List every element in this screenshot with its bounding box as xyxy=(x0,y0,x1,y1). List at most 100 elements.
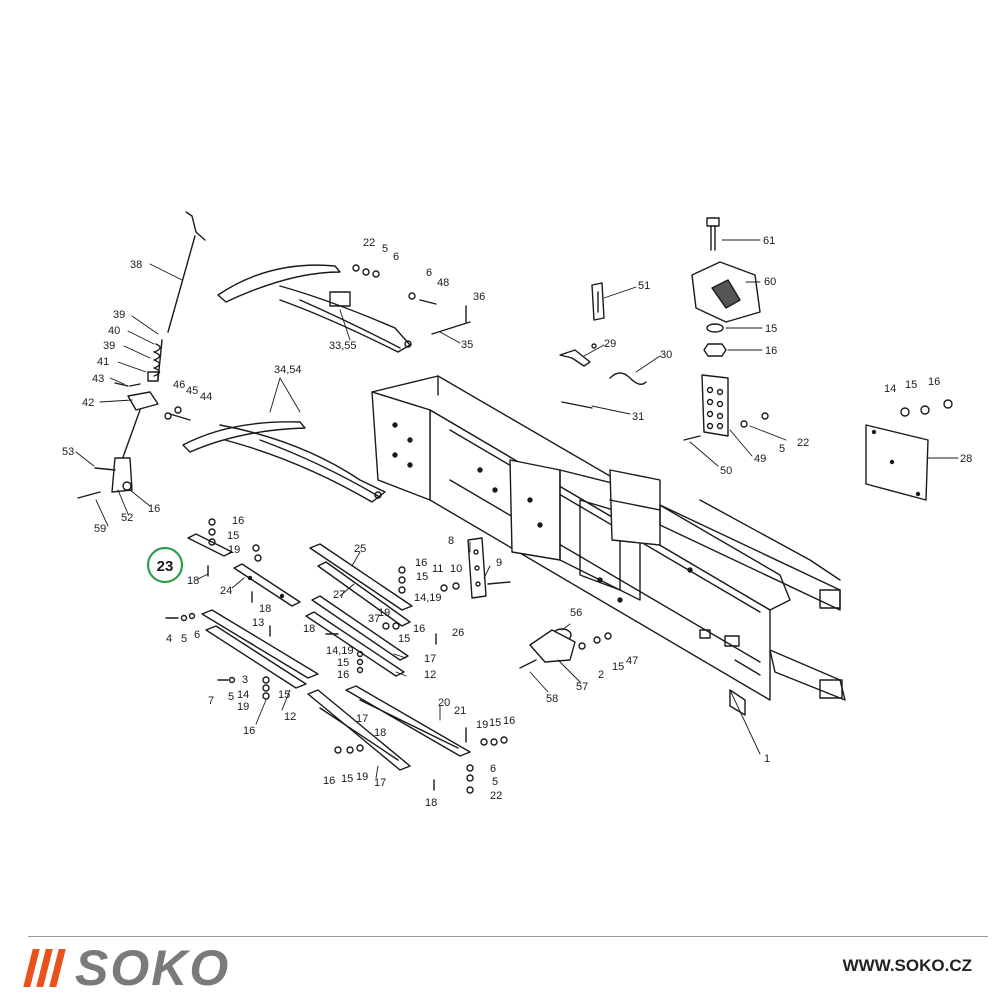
part-label: 19 xyxy=(378,607,390,619)
main-frame-part-1 xyxy=(371,375,846,716)
part-label: 19 xyxy=(237,701,249,713)
part-label: 44 xyxy=(200,391,212,403)
part-label: 9 xyxy=(496,557,502,569)
part-label: 5 xyxy=(228,691,234,703)
part-label: 18 xyxy=(425,797,437,809)
part-label: 50 xyxy=(720,465,732,477)
part-label: 5 xyxy=(492,776,498,788)
part-label: 15 xyxy=(416,571,428,583)
part-label: 25 xyxy=(354,543,366,555)
part-label: 28 xyxy=(960,453,972,465)
part-label: 14 xyxy=(884,383,896,395)
strip-part-17-20 xyxy=(307,685,471,771)
part-label: 19 xyxy=(476,719,488,731)
part-label: 19 xyxy=(228,544,240,556)
part-label: 3 xyxy=(242,674,248,686)
part-label: 15 xyxy=(612,661,624,673)
part-label: 47 xyxy=(626,655,638,667)
part-label: 1 xyxy=(764,753,770,765)
part-label: 5 xyxy=(181,633,187,645)
part-label: 5 xyxy=(382,243,388,255)
part-label: 21 xyxy=(454,705,466,717)
part-label: 18 xyxy=(259,603,271,615)
perforated-plate-part-49 xyxy=(683,374,769,441)
part-label: 15 xyxy=(489,717,501,729)
part-label: 16 xyxy=(413,623,425,635)
brand-name: SOKO xyxy=(75,940,231,996)
brand-stripes-icon xyxy=(23,949,66,987)
part-label: 12 xyxy=(424,669,436,681)
part-label: 43 xyxy=(92,373,104,385)
part-label: 14 xyxy=(237,689,249,701)
part-label: 7 xyxy=(208,695,214,707)
bracket-part-51 xyxy=(591,282,605,321)
part-label: 12 xyxy=(284,711,296,723)
part-label: 19 xyxy=(356,771,368,783)
part-label: 5 xyxy=(779,443,785,455)
spring-and-pin-parts xyxy=(559,349,647,409)
part-label: 15 xyxy=(278,689,290,701)
part-label: 58 xyxy=(546,693,558,705)
part-label: 15 xyxy=(765,323,777,335)
part-label: 16 xyxy=(243,725,255,737)
part-label: 6 xyxy=(426,267,432,279)
part-label: 18 xyxy=(374,727,386,739)
highlighted-part-number: 23 xyxy=(157,558,174,575)
part-label: 22 xyxy=(490,790,502,802)
part-label: 8 xyxy=(448,535,454,547)
part-label: 29 xyxy=(604,338,616,350)
part-label: 6 xyxy=(490,763,496,775)
part-label: 33,55 xyxy=(329,340,357,352)
fastener-hardware xyxy=(164,264,597,794)
strip-part-24 xyxy=(233,563,301,607)
part-label: 22 xyxy=(363,237,375,249)
exploded-parts-diagram: 23 38 39 40 39 41 43 42 46 45 44 53 59 5… xyxy=(62,211,972,809)
part-label: 53 xyxy=(62,446,74,458)
part-label: 27 xyxy=(333,589,345,601)
part-label: 15 xyxy=(905,379,917,391)
curved-arm-part-33-55 xyxy=(217,264,412,353)
part-label: 24 xyxy=(220,585,232,597)
part-label: 22 xyxy=(797,437,809,449)
part-label: 10 xyxy=(450,563,462,575)
part-label: 40 xyxy=(108,325,120,337)
part-label: 51 xyxy=(638,280,650,292)
part-label: 15 xyxy=(227,530,239,542)
part-label: 16 xyxy=(928,376,940,388)
plate-part-28 xyxy=(865,399,953,501)
part-label: 4 xyxy=(166,633,172,645)
frame-assembly-drawing: 23 38 39 40 39 41 43 42 46 45 44 53 59 5… xyxy=(62,211,972,809)
curved-arm-part-34-54 xyxy=(182,421,386,503)
part-label: 36 xyxy=(473,291,485,303)
part-label: 14,19 xyxy=(326,645,354,657)
part-label: 39 xyxy=(103,340,115,352)
part-labels: 38 39 40 39 41 43 42 46 45 44 53 59 52 1… xyxy=(62,235,972,809)
part-label: 16 xyxy=(323,775,335,787)
part-label: 16 xyxy=(415,557,427,569)
part-label: 30 xyxy=(660,349,672,361)
highlight-circle xyxy=(146,546,184,584)
part-label: 34,54 xyxy=(274,364,302,376)
part-label: 15 xyxy=(337,657,349,669)
strip-part-8 xyxy=(467,537,511,599)
part-label: 16 xyxy=(232,515,244,527)
part-label: 16 xyxy=(765,345,777,357)
part-label: 57 xyxy=(576,681,588,693)
part-label: 35 xyxy=(461,339,473,351)
stripe xyxy=(49,949,66,987)
part-label: 56 xyxy=(570,607,582,619)
part-label: 59 xyxy=(94,523,106,535)
part-label: 52 xyxy=(121,512,133,524)
strip-part-25-27 xyxy=(305,543,413,677)
part-label: 18 xyxy=(303,623,315,635)
part-label: 20 xyxy=(438,697,450,709)
bolt-part-61 xyxy=(706,217,720,251)
part-label: 26 xyxy=(452,627,464,639)
mount-part-56-57 xyxy=(519,628,612,669)
part-label: 17 xyxy=(374,777,386,789)
wedge-block-part-60 xyxy=(691,261,761,357)
part-label: 6 xyxy=(393,251,399,263)
website-link[interactable]: WWW.SOKO.CZ xyxy=(842,956,972,975)
part-label: 16 xyxy=(337,669,349,681)
part-label: 61 xyxy=(763,235,775,247)
